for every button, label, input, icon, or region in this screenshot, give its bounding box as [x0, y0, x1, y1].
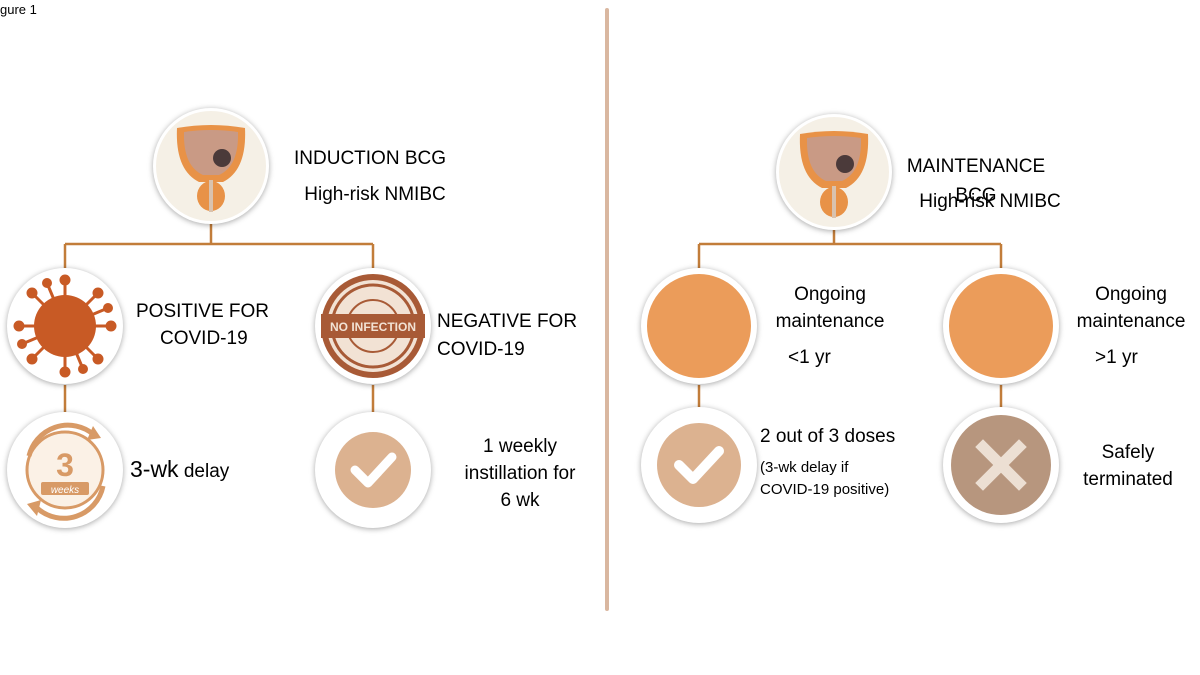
- lt-line-2: maintenance: [765, 307, 895, 336]
- delay-node: 3 weeks: [7, 412, 123, 528]
- weekly-line-1: 1 weekly: [440, 432, 600, 461]
- bladder-icon: [776, 114, 892, 230]
- delay-weeks-word: weeks: [51, 485, 79, 496]
- induction-bladder-node: [153, 108, 269, 224]
- delay-label: 3-wk delay: [130, 455, 229, 486]
- positive-line-2: COVID-19: [160, 324, 248, 353]
- term-line-1: Safely: [1063, 438, 1193, 467]
- doses-note-2: COVID-19 positive): [760, 479, 889, 500]
- stamp-text: NO INFECTION: [330, 320, 416, 334]
- gt-line-1: Ongoing: [1066, 280, 1196, 309]
- lt-line-1: Ongoing: [765, 280, 895, 309]
- negative-stamp-node: NO INFECTION: [315, 268, 431, 384]
- induction-subtitle: High-risk NMIBC: [290, 180, 460, 209]
- maintenance-subtitle: High-risk NMIBC: [900, 187, 1080, 216]
- check-icon: [641, 407, 757, 523]
- gt-line-2: maintenance: [1066, 307, 1196, 336]
- doses-note-1: (3-wk delay if: [760, 457, 848, 478]
- terminated-x-node: [943, 407, 1059, 523]
- weekly-line-2: instillation for: [440, 459, 600, 488]
- positive-line-1: POSITIVE FOR: [136, 297, 269, 326]
- bladder-icon: [153, 108, 269, 224]
- virus-icon: [7, 268, 123, 384]
- negative-line-2: COVID-19: [437, 335, 525, 364]
- delay-small: delay: [179, 461, 230, 482]
- no-infection-stamp-icon: NO INFECTION: [315, 268, 431, 384]
- positive-virus-node: [7, 268, 123, 384]
- weekly-check-node: [315, 412, 431, 528]
- doses-line-1: 2 out of 3 doses: [760, 422, 895, 451]
- delay-number: 3: [56, 447, 74, 483]
- check-icon: [315, 412, 431, 528]
- term-line-2: terminated: [1063, 465, 1193, 494]
- cross-icon: [943, 407, 1059, 523]
- negative-line-1: NEGATIVE FOR: [437, 307, 577, 336]
- gt-one-year-node: [943, 268, 1059, 384]
- induction-title: INDUCTION BCG: [290, 144, 450, 173]
- orange-disc-icon: [641, 268, 757, 384]
- lt-line-3: <1 yr: [788, 343, 831, 372]
- gt-line-3: >1 yr: [1095, 343, 1138, 372]
- orange-disc-icon: [943, 268, 1059, 384]
- three-weeks-clock-icon: 3 weeks: [7, 412, 123, 528]
- maintenance-bladder-node: [776, 114, 892, 230]
- lt-one-year-node: [641, 268, 757, 384]
- delay-big: 3-wk: [130, 456, 179, 482]
- weekly-line-3: 6 wk: [440, 486, 600, 515]
- doses-check-node: [641, 407, 757, 523]
